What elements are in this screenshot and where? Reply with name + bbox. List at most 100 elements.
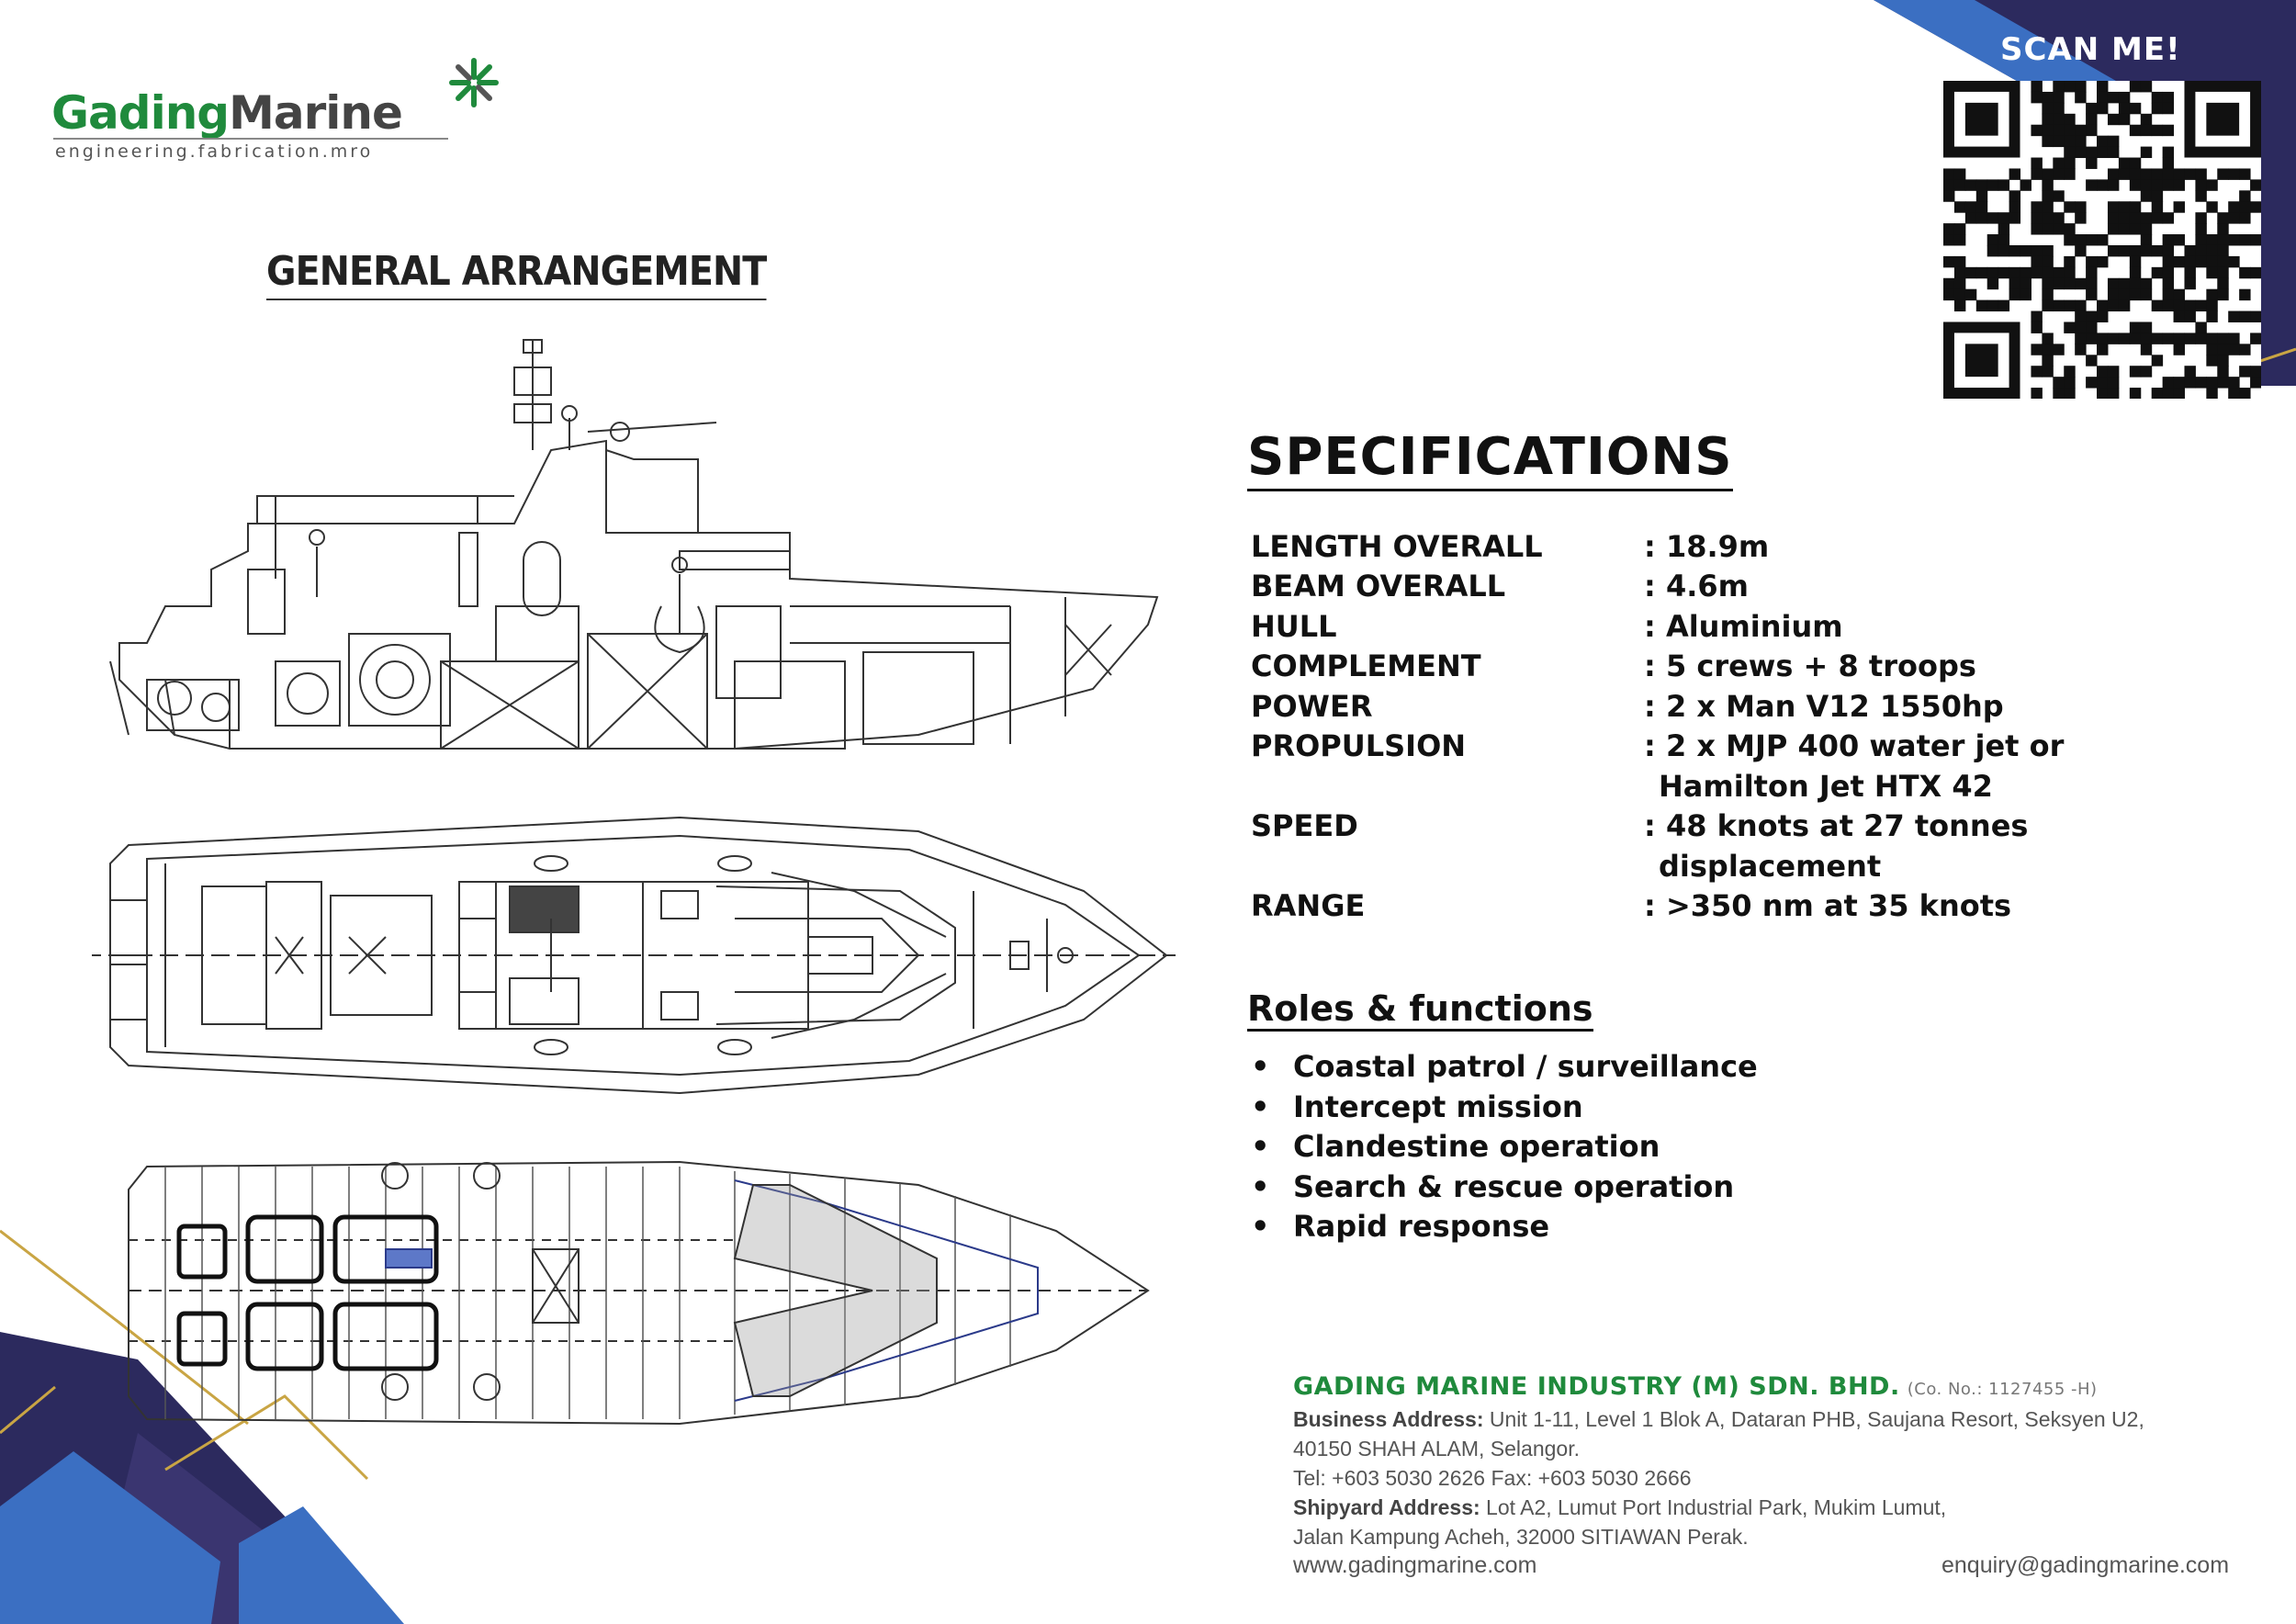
qr-module bbox=[2086, 146, 2098, 159]
qr-module bbox=[2140, 179, 2153, 191]
shipyard-address-line2: Jalan Kampung Acheh, 32000 SITIAWAN Pera… bbox=[1293, 1525, 1749, 1549]
qr-module bbox=[2042, 299, 2054, 312]
qr-module bbox=[2129, 366, 2142, 378]
qr-module bbox=[2129, 255, 2142, 268]
qr-module bbox=[2162, 146, 2175, 159]
qr-module bbox=[2064, 266, 2076, 279]
qr-module bbox=[2031, 344, 2043, 355]
qr-module bbox=[2129, 201, 2142, 213]
qr-module bbox=[2140, 124, 2153, 137]
qr-module bbox=[1998, 212, 2010, 224]
qr-module bbox=[2118, 277, 2131, 290]
scan-me-label: SCAN ME! bbox=[2000, 31, 2181, 68]
qr-module bbox=[2053, 135, 2065, 148]
qr-module bbox=[2107, 212, 2120, 224]
qr-module bbox=[2173, 299, 2185, 312]
qr-module bbox=[2042, 201, 2054, 213]
qr-module bbox=[2250, 366, 2261, 378]
qr-module bbox=[2118, 113, 2131, 126]
qr-module bbox=[2009, 277, 2021, 290]
qr-module bbox=[2162, 244, 2175, 257]
email-link[interactable]: enquiry@gadingmarine.com bbox=[1941, 1552, 2230, 1578]
qr-module bbox=[2217, 168, 2229, 180]
qr-module bbox=[2086, 179, 2098, 191]
qr-module bbox=[2151, 124, 2164, 137]
qr-module bbox=[2053, 168, 2065, 180]
logo-underline bbox=[53, 138, 448, 140]
qr-module bbox=[2206, 201, 2218, 213]
qr-module bbox=[2009, 201, 2021, 213]
role-item: •Coastal patrol / surveillance bbox=[1251, 1049, 1758, 1084]
qr-module bbox=[2064, 234, 2076, 246]
spec-label-hull: HULL bbox=[1251, 609, 1337, 644]
qr-module bbox=[2097, 81, 2109, 93]
logo-tagline: engineering.fabrication.mro bbox=[55, 141, 374, 162]
qr-module bbox=[2097, 333, 2109, 344]
qr-module bbox=[2239, 366, 2251, 378]
qr-module bbox=[1975, 212, 1988, 224]
qr-module bbox=[2064, 321, 2076, 333]
qr-module bbox=[2086, 102, 2098, 115]
corner-shape-blue-bottom bbox=[0, 1451, 220, 1624]
qr-module bbox=[2053, 299, 2065, 312]
qr-module bbox=[2239, 266, 2251, 279]
qr-module bbox=[2107, 288, 2120, 301]
role-item: •Search & rescue operation bbox=[1251, 1169, 1734, 1204]
qr-finder bbox=[1964, 102, 1998, 136]
qr-module bbox=[2195, 299, 2207, 312]
qr-module bbox=[2064, 223, 2076, 235]
business-address-label: Business Address: bbox=[1293, 1407, 1484, 1431]
qr-module bbox=[2064, 146, 2076, 159]
qr-module bbox=[2107, 146, 2120, 159]
qr-module bbox=[2217, 277, 2229, 290]
qr-module bbox=[2064, 81, 2076, 93]
qr-module bbox=[2151, 179, 2164, 191]
qr-code-icon[interactable] bbox=[1943, 81, 2261, 399]
qr-module bbox=[2031, 91, 2043, 104]
qr-module bbox=[2151, 244, 2164, 257]
qr-module bbox=[2228, 255, 2240, 268]
qr-module bbox=[2250, 333, 2261, 344]
company-logo: GadingMarine engineering.fabrication.mro bbox=[51, 53, 529, 164]
qr-module bbox=[2217, 355, 2229, 367]
qr-module bbox=[2031, 157, 2043, 169]
spec-label-complement: COMPLEMENT bbox=[1251, 648, 1481, 683]
qr-module bbox=[2064, 366, 2076, 378]
qr-module bbox=[2129, 388, 2142, 399]
qr-module bbox=[2250, 234, 2261, 246]
shipyard-address-line1: Lot A2, Lumut Port Industrial Park, Muki… bbox=[1480, 1495, 1947, 1519]
qr-module bbox=[2042, 179, 2054, 191]
qr-module bbox=[2097, 255, 2109, 268]
qr-module bbox=[1986, 244, 1999, 257]
qr-module bbox=[2217, 366, 2229, 378]
spec-label-length: LENGTH OVERALL bbox=[1251, 529, 1543, 564]
corner-shape-blue-bottom2 bbox=[239, 1506, 404, 1624]
qr-module bbox=[2075, 299, 2087, 312]
qr-module bbox=[2140, 81, 2153, 93]
qr-module bbox=[2118, 223, 2131, 235]
qr-module bbox=[2162, 168, 2175, 180]
qr-module bbox=[2184, 366, 2196, 378]
qr-module bbox=[2228, 212, 2240, 224]
qr-module bbox=[1998, 234, 2010, 246]
qr-module bbox=[2228, 344, 2240, 355]
qr-module bbox=[2118, 244, 2131, 257]
qr-module bbox=[2107, 91, 2120, 104]
qr-module bbox=[2086, 266, 2098, 279]
qr-finder bbox=[2206, 102, 2240, 136]
boat-deck-plan-view bbox=[92, 816, 1176, 1095]
qr-module bbox=[2206, 388, 2218, 399]
qr-module bbox=[2195, 255, 2207, 268]
qr-module bbox=[2118, 299, 2131, 312]
qr-module bbox=[2239, 344, 2251, 355]
qr-module bbox=[2184, 255, 2196, 268]
qr-module bbox=[2118, 212, 2131, 224]
qr-module bbox=[2162, 277, 2175, 290]
qr-module bbox=[1953, 277, 1966, 290]
qr-module bbox=[2020, 179, 2032, 191]
website-link[interactable]: www.gadingmarine.com bbox=[1293, 1552, 1537, 1578]
qr-module bbox=[2151, 102, 2164, 115]
qr-module bbox=[2097, 366, 2109, 378]
specifications-title: SPECIFICATIONS bbox=[1247, 427, 1733, 491]
role-text: Coastal patrol / surveillance bbox=[1293, 1049, 1758, 1084]
